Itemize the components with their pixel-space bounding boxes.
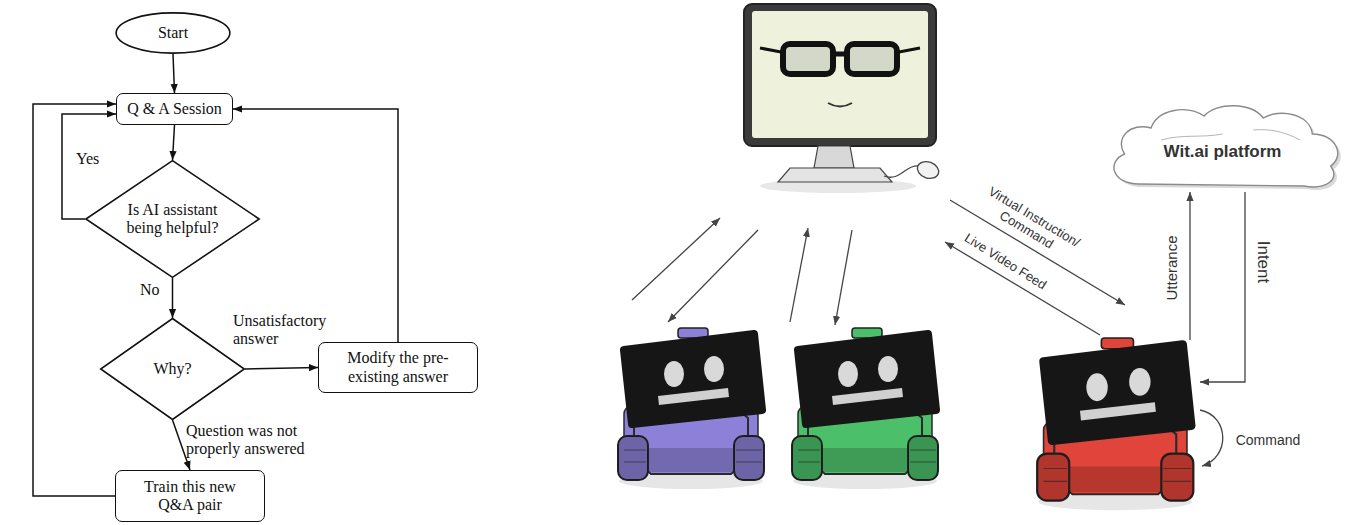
flow-arrow [172, 278, 174, 318]
node-text-group: Why? [153, 360, 191, 378]
edge-label: Yes [76, 150, 116, 168]
signal-arrow [790, 228, 808, 322]
computer-monitor [752, 11, 928, 138]
process-box: Train this new Q&A pair [115, 470, 265, 522]
node-text-group: Is AI assistant being helpful? [121, 201, 225, 238]
flow-arrow [62, 114, 116, 219]
computer-monitor [915, 159, 941, 182]
signal-arrow [945, 242, 1100, 335]
signal-arrow [1189, 192, 1190, 340]
process-box: Modify the pre-existing answer [318, 342, 478, 393]
decision-diamond: Is AI assistant being helpful? [85, 160, 260, 278]
computer-monitor [847, 44, 897, 74]
computer-monitor [828, 103, 852, 107]
annotation-label: Intent [1253, 232, 1273, 292]
node-text: Is AI assistant being helpful? [121, 201, 225, 238]
signal-arrow [632, 218, 720, 300]
computer-monitor [744, 4, 941, 193]
annotation-label: Live Video Feed [950, 224, 1060, 300]
computer-monitor [814, 146, 854, 168]
computer-monitor [833, 52, 847, 57]
node-text-group: Q & A Session [127, 100, 222, 118]
signal-arrow [835, 230, 852, 325]
annotation-label: Utterance [1163, 223, 1180, 313]
signal-arrow [1200, 192, 1245, 382]
computer-monitor [744, 4, 936, 146]
signal-arrow [950, 200, 1125, 305]
node-text: Start [158, 24, 188, 42]
flow-arrow [245, 368, 318, 370]
node-text-group: Train this new Q&A pair [134, 478, 246, 515]
node-text: Q & A Session [127, 100, 222, 118]
computer-monitor [760, 48, 920, 52]
robot-purple [618, 328, 764, 489]
node-text: Why? [153, 360, 191, 378]
connector-group [33, 54, 398, 496]
node-text-group: Start [158, 24, 188, 42]
annotation-label: Virtual Instruction/ Command [964, 176, 1095, 271]
signal-arrow [1200, 410, 1223, 466]
node-text: Wit.ai platform [1164, 142, 1282, 162]
signal-arrows [632, 192, 1245, 466]
cloud-detail [1161, 130, 1300, 140]
terminal-outline [116, 13, 230, 53]
edge-label: No [140, 281, 180, 299]
process-box: Q & A Session [116, 93, 233, 125]
robot-red [1037, 338, 1193, 510]
computer-monitor [884, 166, 918, 177]
decision-diamond: Why? [100, 318, 245, 420]
edge-label: Question was not properly answered [186, 422, 351, 459]
signal-arrow [668, 230, 758, 322]
diamond-outline [86, 161, 259, 278]
flow-arrow [173, 125, 175, 160]
node-text: Modify the pre-existing answer [332, 349, 464, 386]
robot-green [792, 328, 938, 489]
computer-monitor [778, 168, 892, 182]
flow-arrow [233, 109, 398, 342]
diamond-outline [101, 319, 245, 420]
node-text-group: Modify the pre-existing answer [332, 349, 464, 386]
flow-arrow [173, 420, 191, 470]
flow-arrow [33, 104, 116, 496]
flow-arrow [173, 54, 175, 93]
node-text: Train this new Q&A pair [134, 478, 246, 515]
cloud-platform: Wit.ai platform [1100, 100, 1345, 190]
cloud-outline [1114, 106, 1338, 187]
computer-monitor [783, 44, 833, 74]
node-text-group: Wit.ai platform [1164, 128, 1282, 162]
annotation-label: Command [1228, 432, 1308, 448]
start-terminal: Start [115, 12, 231, 54]
